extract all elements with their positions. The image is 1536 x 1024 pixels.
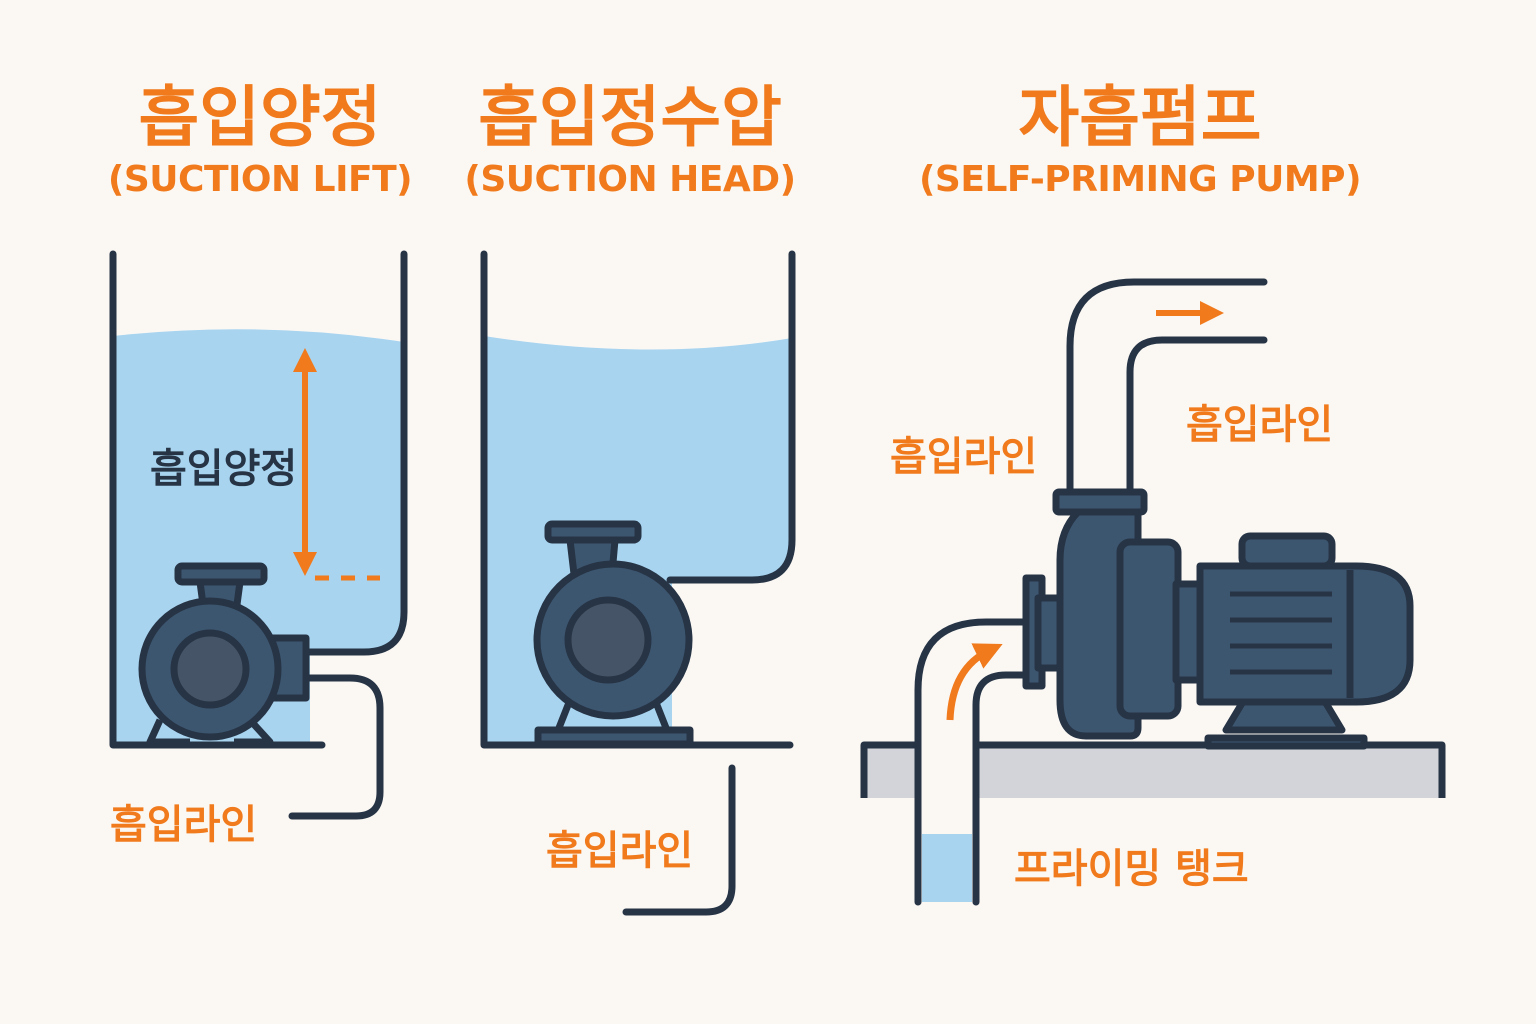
title-suction-head: 흡입정수압 (SUCTION HEAD) xyxy=(440,78,820,202)
pump-icon xyxy=(1022,488,1414,750)
suction-lift-inner-label: 흡입양정 xyxy=(150,446,298,492)
title-self-priming-ko: 자흡펌프 xyxy=(1018,79,1262,156)
title-self-priming-en: (SELF-PRIMING PUMP) xyxy=(918,159,1362,200)
title-suction-lift-en: (SUCTION LIFT) xyxy=(107,159,413,200)
priming-tank-water xyxy=(922,834,972,902)
priming-pipe-inner xyxy=(972,671,1034,906)
discharge-line-label-self: 흡입라인 xyxy=(1186,402,1334,448)
self-priming-panel xyxy=(860,278,1446,906)
priming-pipe-outer xyxy=(914,618,1034,906)
title-self-priming: 자흡펌프 (SELF-PRIMING PUMP) xyxy=(880,78,1400,202)
suction-pipe xyxy=(622,764,736,916)
discharge-pipe-outer xyxy=(1066,278,1268,496)
priming-tank-label: 프라이밍 탱크 xyxy=(1014,846,1249,892)
title-suction-head-en: (SUCTION HEAD) xyxy=(464,159,796,200)
title-suction-lift-ko: 흡입양정 xyxy=(138,79,382,156)
title-suction-head-ko: 흡입정수압 xyxy=(478,79,782,156)
suction-line-label-head: 흡입라인 xyxy=(546,828,694,874)
suction-lift-panel xyxy=(109,250,408,820)
suction-head-panel xyxy=(480,250,796,916)
title-suction-lift: 흡입양정 (SUCTION LIFT) xyxy=(80,78,440,202)
suction-flow-arrow xyxy=(946,643,1003,721)
pump-icon xyxy=(533,520,694,748)
suction-line-label-self: 흡입라인 xyxy=(890,434,1038,480)
discharge-pipe-inner xyxy=(1126,336,1268,496)
pump-icon xyxy=(138,562,310,746)
base-slab xyxy=(860,741,1446,798)
suction-pipe xyxy=(288,674,384,820)
suction-line-label-lift: 흡입라인 xyxy=(110,802,258,848)
